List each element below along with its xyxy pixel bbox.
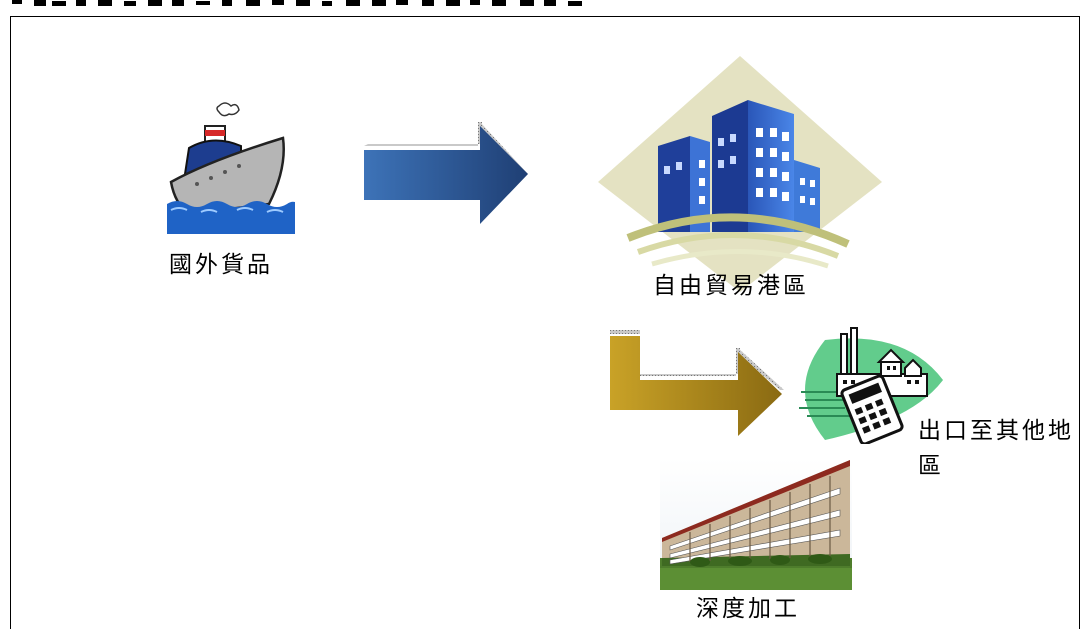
- diagram-frame: [10, 16, 1080, 629]
- city-buildings-icon: [598, 56, 882, 292]
- ship-icon: [167, 100, 295, 234]
- right-arrow-icon: [364, 122, 530, 226]
- bent-arrow-icon: [610, 330, 786, 438]
- factory-calculator-icon: [795, 320, 945, 444]
- foreign-goods-label: 國外貨品: [169, 252, 273, 278]
- deep-processing-label: 深度加工: [696, 596, 800, 622]
- cut-off-heading: [0, 0, 1083, 8]
- factory-building-photo: [660, 458, 852, 590]
- free-trade-zone-label: 自由貿易港區: [653, 273, 809, 299]
- export-label: 出口至其他地區: [918, 418, 1074, 479]
